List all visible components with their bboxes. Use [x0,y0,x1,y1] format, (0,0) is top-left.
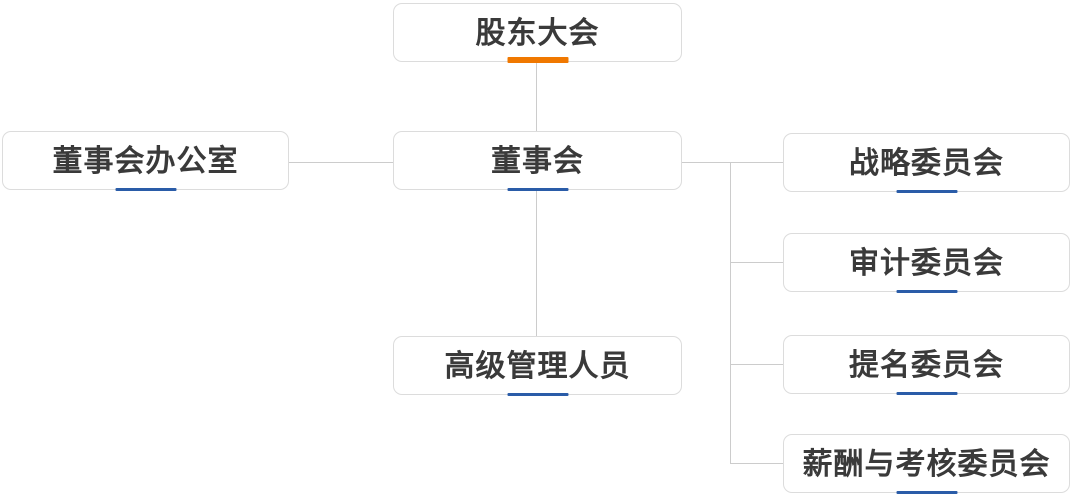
node-underline [896,290,957,293]
node-label: 提名委员会 [849,348,1004,382]
node-label: 董事会 [491,144,584,178]
node-label: 高级管理人员 [444,349,631,383]
node-underline [896,392,957,395]
connector-committee-trunk [730,162,731,464]
node-underline-accent [507,57,568,63]
node-label: 股东大会 [475,16,600,50]
node-underline [115,188,176,191]
node-strategy-committee: 战略委员会 [783,133,1070,193]
node-board-of-directors: 董事会 [393,131,682,191]
node-shareholders-meeting: 股东大会 [393,3,682,63]
connector-shareholders-to-board [536,62,537,131]
connector-branch-nomination-committee [730,364,783,365]
connector-branch-remuneration-committee [730,463,783,464]
connector-board-to-senior-management [536,190,537,336]
node-underline [896,190,957,193]
node-label: 审计委员会 [849,246,1004,280]
node-label: 董事会办公室 [52,144,239,178]
node-nomination-committee: 提名委员会 [783,335,1070,395]
node-audit-committee: 审计委员会 [783,233,1070,293]
node-label: 战略委员会 [849,146,1004,180]
node-senior-management: 高级管理人员 [393,336,682,396]
node-underline [507,188,568,191]
connector-board-to-committee-trunk [682,162,783,163]
node-label: 薪酬与考核委员会 [802,447,1051,481]
connector-board-office-to-board [289,162,393,163]
connector-branch-audit-committee [730,262,783,263]
node-remuneration-appraisal-committee: 薪酬与考核委员会 [783,434,1070,494]
node-board-office: 董事会办公室 [2,131,289,191]
node-underline [507,393,568,396]
node-underline [896,491,957,494]
